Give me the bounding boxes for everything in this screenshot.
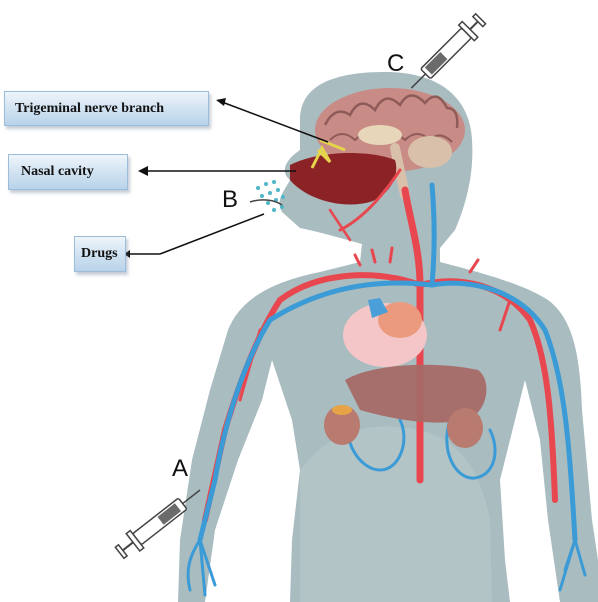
route-label-a: A bbox=[172, 455, 188, 483]
spray-droplets bbox=[256, 180, 285, 212]
route-label-b: B bbox=[222, 186, 238, 214]
syringe-c bbox=[404, 11, 489, 96]
route-label-c: C bbox=[387, 50, 404, 78]
callout-nasal-cavity: Nasal cavity bbox=[8, 154, 128, 190]
callout-trigeminal-nerve-branch: Trigeminal nerve branch bbox=[4, 91, 209, 126]
callout-drugs: Drugs bbox=[74, 236, 126, 272]
kidney-right bbox=[447, 408, 483, 448]
